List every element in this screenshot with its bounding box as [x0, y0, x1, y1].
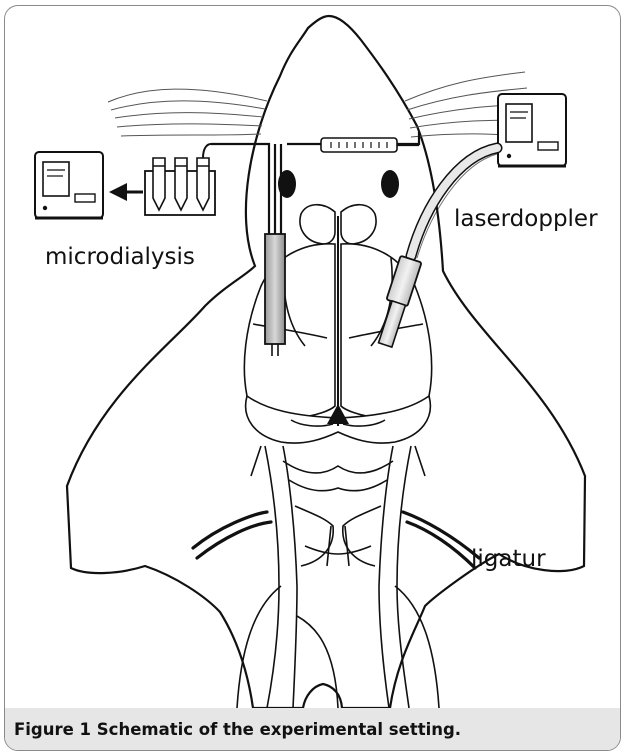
ligatur-label: ligatur: [471, 546, 546, 572]
microdialysis-probe: [265, 234, 285, 344]
figure-frame: microdialysis laserdoppler ligatur Figur…: [4, 5, 621, 751]
microdialysis-label: microdialysis: [45, 244, 195, 270]
laserdoppler-label: laserdoppler: [454, 206, 598, 232]
whiskers-left: [108, 89, 267, 136]
caption-text: Schematic of the experimental setting.: [97, 720, 461, 739]
arrow-to-analyzer: [109, 183, 143, 201]
microdialysis-analyzer-icon: [35, 152, 103, 218]
caption-number: Figure 1: [14, 720, 91, 739]
collection-vials: [145, 144, 215, 215]
laserdoppler-device-icon: [498, 94, 566, 166]
figure-caption: Figure 1 Schematic of the experimental s…: [5, 708, 620, 751]
schematic-diagram: microdialysis laserdoppler ligatur: [5, 6, 621, 708]
eye-right: [381, 170, 399, 198]
